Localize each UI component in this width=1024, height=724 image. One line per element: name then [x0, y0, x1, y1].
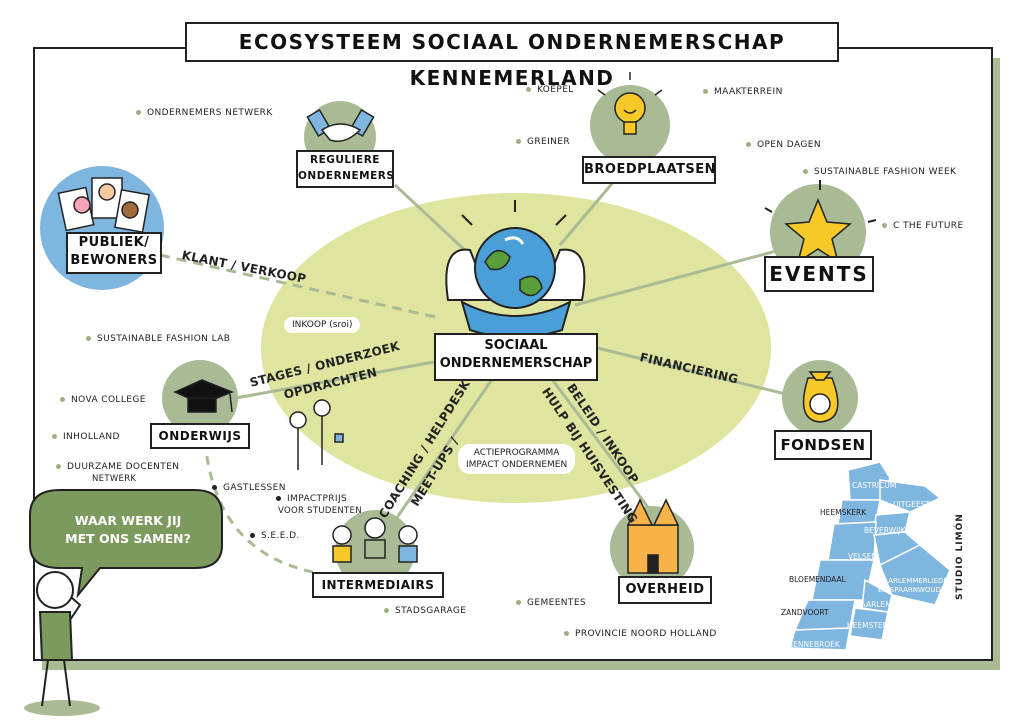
connection-lines: [159, 179, 811, 577]
bullet-duurzame-docenten: DUURZAME DOCENTEN: [56, 462, 179, 472]
map-label-haarlem: HAARLEM: [855, 600, 892, 609]
title-banner: ECOSYSTEEM SOCIAAL ONDERNEMERSCHAP KENNE…: [185, 22, 839, 90]
node-onderwijs: ONDERWIJS: [150, 423, 250, 449]
globe-hands-icon: [445, 200, 586, 339]
map-label-zandvoort: ZANDVOORT: [781, 608, 829, 617]
center-line2: ONDERNEMERSCHAP: [439, 356, 593, 371]
bullet-inkoop: INKOOP (sroi): [284, 317, 361, 333]
people-cards-icon: [57, 177, 150, 234]
node-intermediairs: INTERMEDIAIRS: [312, 572, 444, 598]
bullet-c-the-future: C THE FUTURE: [882, 221, 964, 231]
node-publiek-line1: PUBLIEK/: [78, 235, 150, 250]
node-fondsen-label: FONDSEN: [780, 436, 866, 454]
node-events-label: EVENTS: [769, 262, 869, 286]
bullet-provincie: PROVINCIE NOORD HOLLAND: [564, 629, 717, 639]
node-reguliere-line2: ONDERNEMERS: [298, 170, 395, 182]
node-publiek-bewoners: PUBLIEK/ BEWONERS: [66, 232, 162, 274]
credit-studio-limon: STUDIO LIMÓN: [955, 513, 965, 600]
haarlemmerliede-line1: HAARLEMMERLIEDE: [878, 577, 948, 585]
bullet-actieprogramma: ACTIEPROGRAMMA IMPACT ONDERNEMEN: [458, 444, 576, 474]
node-reguliere-line1: REGULIERE: [310, 154, 380, 166]
bullet-koepel: KOEPEL: [526, 85, 574, 95]
speech-bubble-text: WAAR WERK JIJ MET ONS SAMEN?: [40, 512, 216, 548]
bullet-gemeentes: GEMEENTES: [516, 598, 586, 608]
map-label-haarlemmerliede: HAARLEMMERLIEDE EN SPAARNWOUDE: [878, 577, 948, 595]
map-label-heemskerk: HEEMSKERK: [820, 508, 867, 517]
handshake-icon: [306, 108, 375, 142]
center-line1: SOCIAAL: [484, 338, 548, 353]
map-label-castricum: CASTRICUM: [852, 481, 897, 490]
speech-line2: MET ONS SAMEN?: [65, 531, 191, 546]
map-label-velsen: VELSEN: [848, 552, 878, 561]
node-publiek-line2: BEWONERS: [70, 253, 158, 268]
graduation-cap-icon: [173, 379, 235, 413]
lightbulb-icon: [597, 72, 663, 135]
map-label-uitgeest: UITGEEST: [893, 500, 930, 509]
haarlemmerliede-line2: EN SPAARNWOUDE: [878, 586, 946, 594]
node-fondsen: FONDSEN: [774, 430, 872, 460]
node-events: EVENTS: [764, 256, 874, 292]
bullet-duurzame-netwerk: NETWERK: [92, 474, 137, 484]
map-label-heemstede: HEEMSTEDE: [847, 621, 894, 630]
speech-line1: WAAR WERK JIJ: [74, 513, 182, 528]
title-text: ECOSYSTEEM SOCIAAL ONDERNEMERSCHAP KENNE…: [238, 30, 786, 90]
node-reguliere-ondernemers: REGULIERE ONDERNEMERS: [296, 150, 394, 188]
bullet-stadsgarage: STADSGARAGE: [384, 606, 466, 616]
node-onderwijs-label: ONDERWIJS: [158, 429, 242, 443]
bullet-impactprijs: IMPACTPRIJS: [276, 494, 347, 504]
node-intermediairs-label: INTERMEDIAIRS: [321, 578, 435, 592]
bullet-sustainable-fashion-week: SUSTAINABLE FASHION WEEK: [803, 167, 956, 177]
bullet-open-dagen: OPEN DAGEN: [746, 140, 821, 150]
bullet-sustainable-fashion-lab: SUSTAINABLE FASHION LAB: [86, 334, 230, 344]
node-overheid-label: OVERHEID: [625, 582, 705, 597]
bullet-seed: S.E.E.D.: [250, 531, 300, 541]
bullet-nova-college: NOVA COLLEGE: [60, 395, 146, 405]
person-figure: [24, 571, 100, 716]
students-sketch: [289, 399, 344, 470]
map-label-beverwijk: BEVERWIJK: [864, 526, 906, 535]
center-label: SOCIAAL ONDERNEMERSCHAP: [434, 333, 598, 381]
bullet-inholland: INHOLLAND: [52, 432, 120, 442]
money-bag-icon: [802, 371, 839, 423]
map-label-bennebroek: BENNEBROEK: [788, 640, 840, 649]
bullet-ondernemers-netwerk: ONDERNEMERS NETWERK: [136, 108, 273, 118]
star-icon: [784, 198, 852, 264]
bullet-impactprijs-studenten: VOOR STUDENTEN: [278, 506, 362, 516]
church-icon: [626, 498, 680, 574]
bullet-maakterrein: MAAKTERREIN: [703, 87, 783, 97]
bullet-gastlessen: GASTLESSEN: [212, 483, 286, 493]
speech-bubble: [29, 489, 223, 599]
node-broedplaatsen-label: BROEDPLAATSEN: [584, 162, 717, 177]
actie-line2: IMPACT ONDERNEMEN: [466, 460, 568, 470]
map-label-bloemendaal: BLOEMENDAAL: [789, 575, 846, 584]
node-broedplaatsen: BROEDPLAATSEN: [582, 156, 716, 184]
actie-line1: ACTIEPROGRAMMA: [473, 448, 560, 458]
node-overheid: OVERHEID: [618, 576, 712, 604]
star-rays: [764, 180, 877, 223]
bullet-greiner: GREINER: [516, 137, 570, 147]
people-faces-icon: [332, 517, 418, 563]
kennemerland-map: [789, 461, 951, 651]
